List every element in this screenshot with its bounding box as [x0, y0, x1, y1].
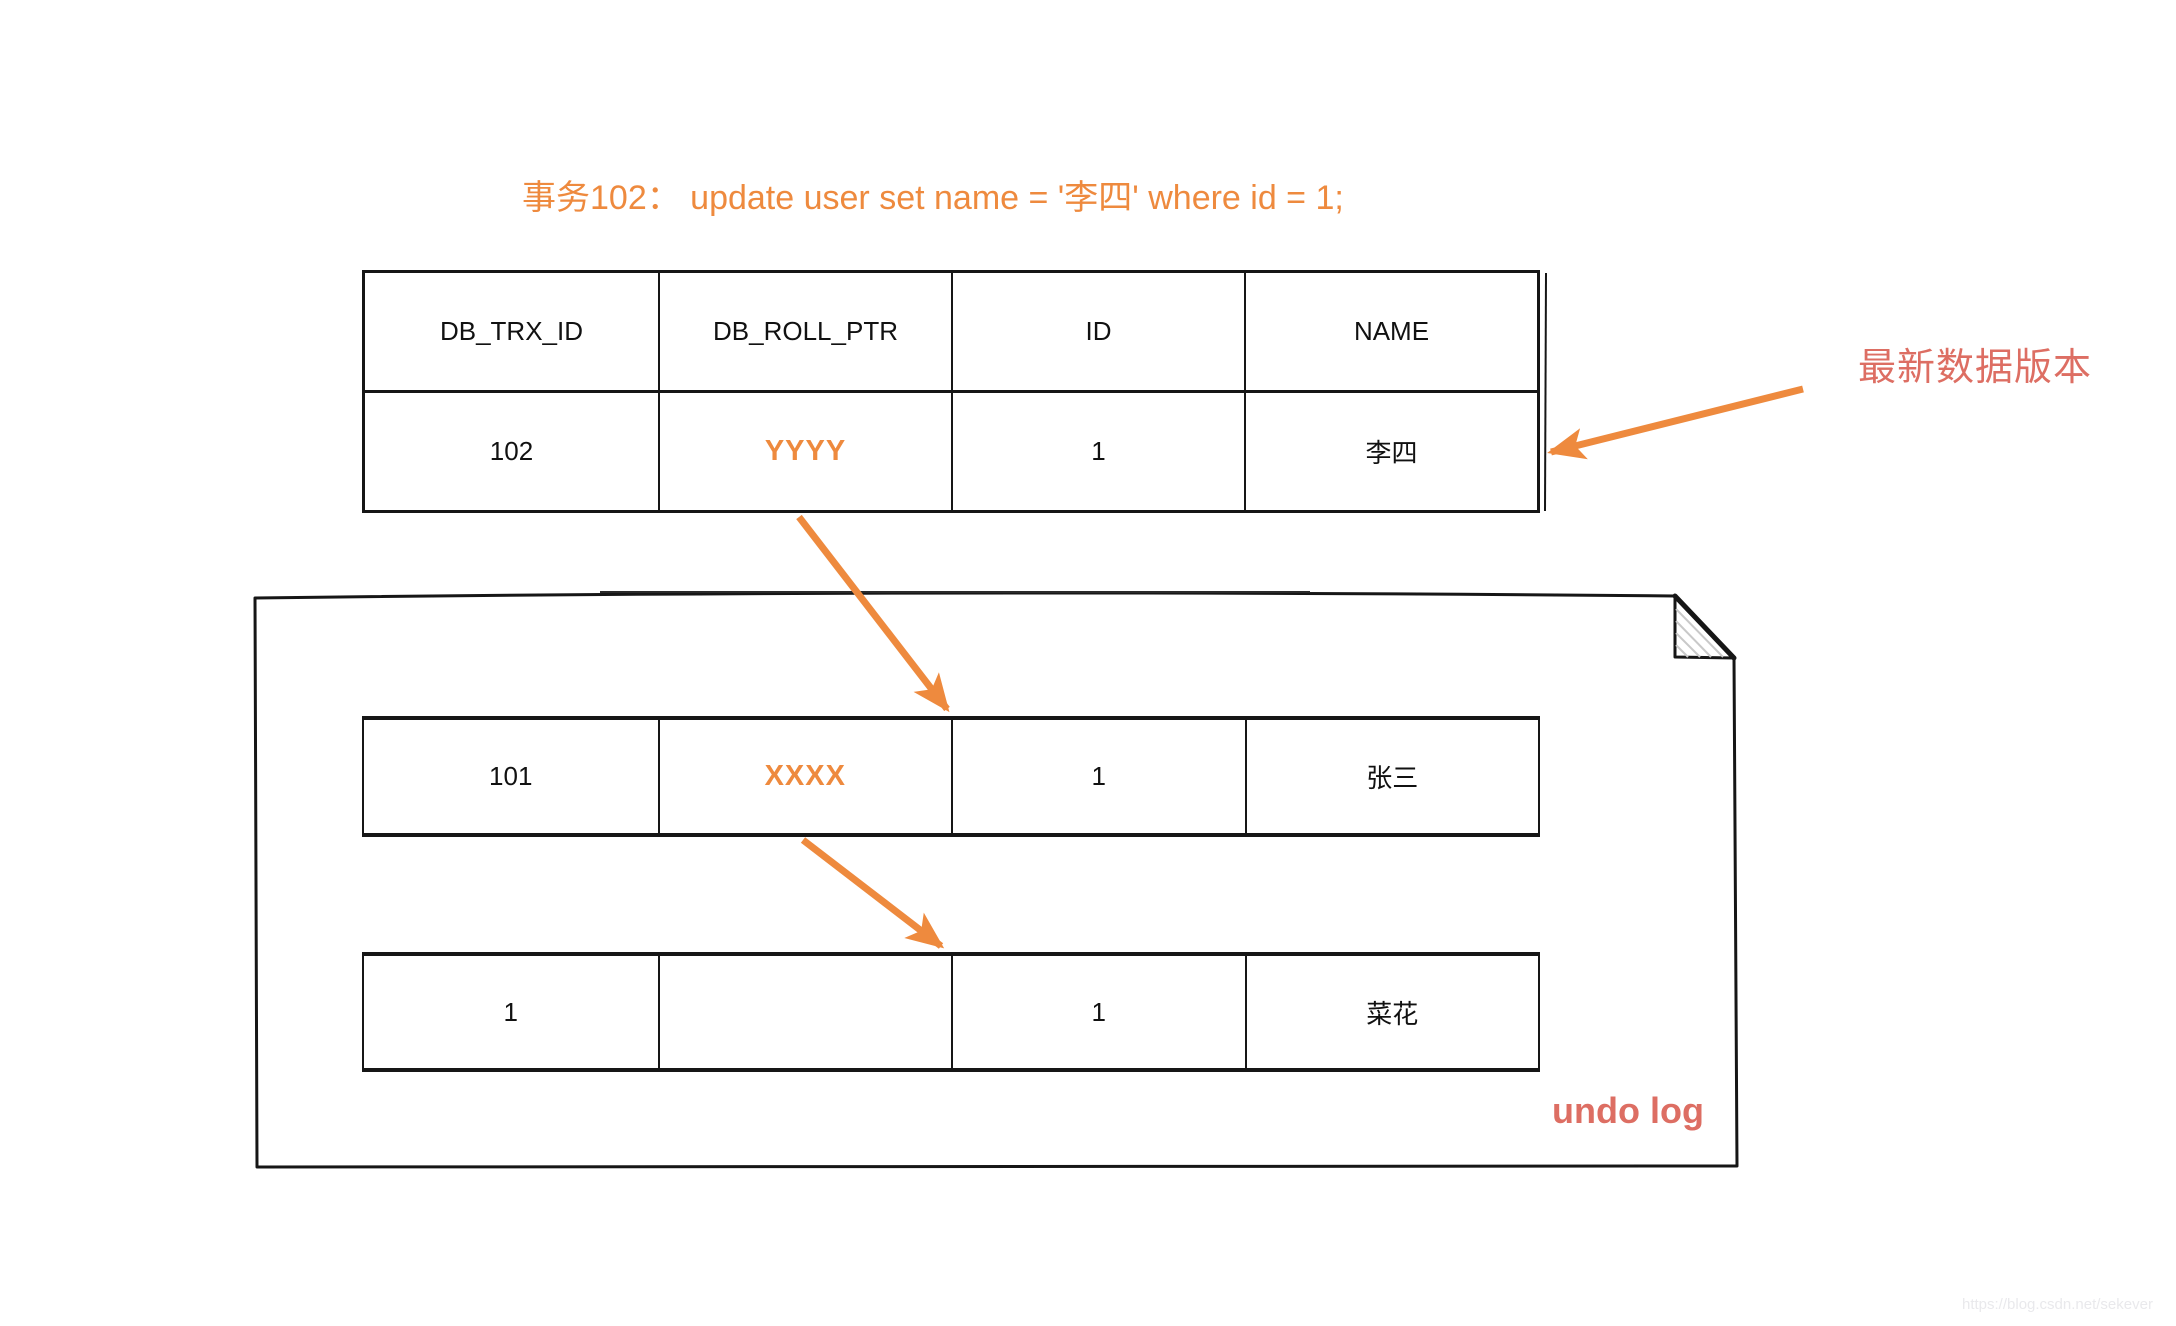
column-header-name: NAME	[1244, 273, 1537, 393]
undo1-cell-id: 1	[951, 720, 1245, 833]
latest-record-table: DB_TRX_ID DB_ROLL_PTR ID NAME 102 YYYY 1…	[362, 270, 1540, 513]
undo-log-document-shape	[253, 591, 1739, 1169]
table-right-sketch-line	[1544, 272, 1547, 512]
latest-cell-db-trx-id: 102	[489, 436, 534, 466]
undo2-cell-name: 菜花	[1244, 956, 1539, 1068]
undo-log-label: undo log	[1552, 1090, 1704, 1131]
latest-cell-name: 李四	[1244, 393, 1537, 510]
fold-hatching	[1675, 608, 1724, 658]
latest-cell-db-roll-ptr: YYYY	[658, 393, 951, 510]
undo1-cell-db-roll-ptr: XXXX	[657, 720, 952, 833]
arrow-rollptr-xxxx-to-row2	[800, 837, 945, 949]
undo1-cell-db-trx-id: 101	[489, 761, 533, 791]
undo-record-row-1: 101 XXXX 1 张三	[362, 716, 1540, 837]
undo2-cell-id: 1	[951, 956, 1245, 1068]
undo2-cell-db-trx-id: 1	[503, 996, 518, 1027]
undo-record-row-2: 1 1 菜花	[362, 952, 1540, 1072]
column-header-db-roll-ptr: DB_ROLL_PTR	[658, 273, 951, 393]
arrow-latest-version	[1547, 385, 1804, 460]
undo2-cell-db-roll-ptr	[657, 956, 952, 1068]
arrow-rollptr-yyyy-to-row1	[796, 514, 950, 713]
column-header-db-trx-id: DB_TRX_ID	[365, 273, 658, 393]
document-fold-corner	[1672, 593, 1737, 661]
undo1-cell-name: 张三	[1244, 720, 1539, 833]
column-header-id: ID	[951, 273, 1244, 393]
watermark-url: https://blog.csdn.net/sekever	[1962, 1296, 2153, 1313]
latest-cell-id: 1	[951, 393, 1244, 510]
latest-version-label: 最新数据版本	[1858, 347, 2093, 389]
transaction-statement: 事务102： update user set name = '李四' where…	[522, 179, 1344, 217]
